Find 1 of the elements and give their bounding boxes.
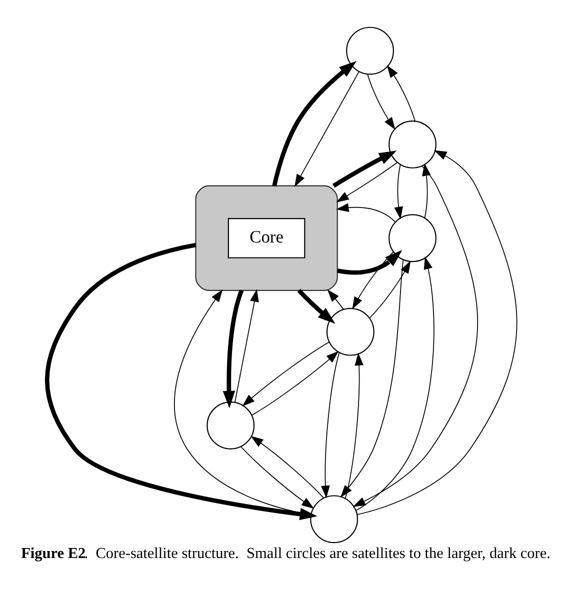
caption: Figure E2. Core-satellite structure. Small circles are satellites to the larger, dark core. xyxy=(21,544,550,562)
